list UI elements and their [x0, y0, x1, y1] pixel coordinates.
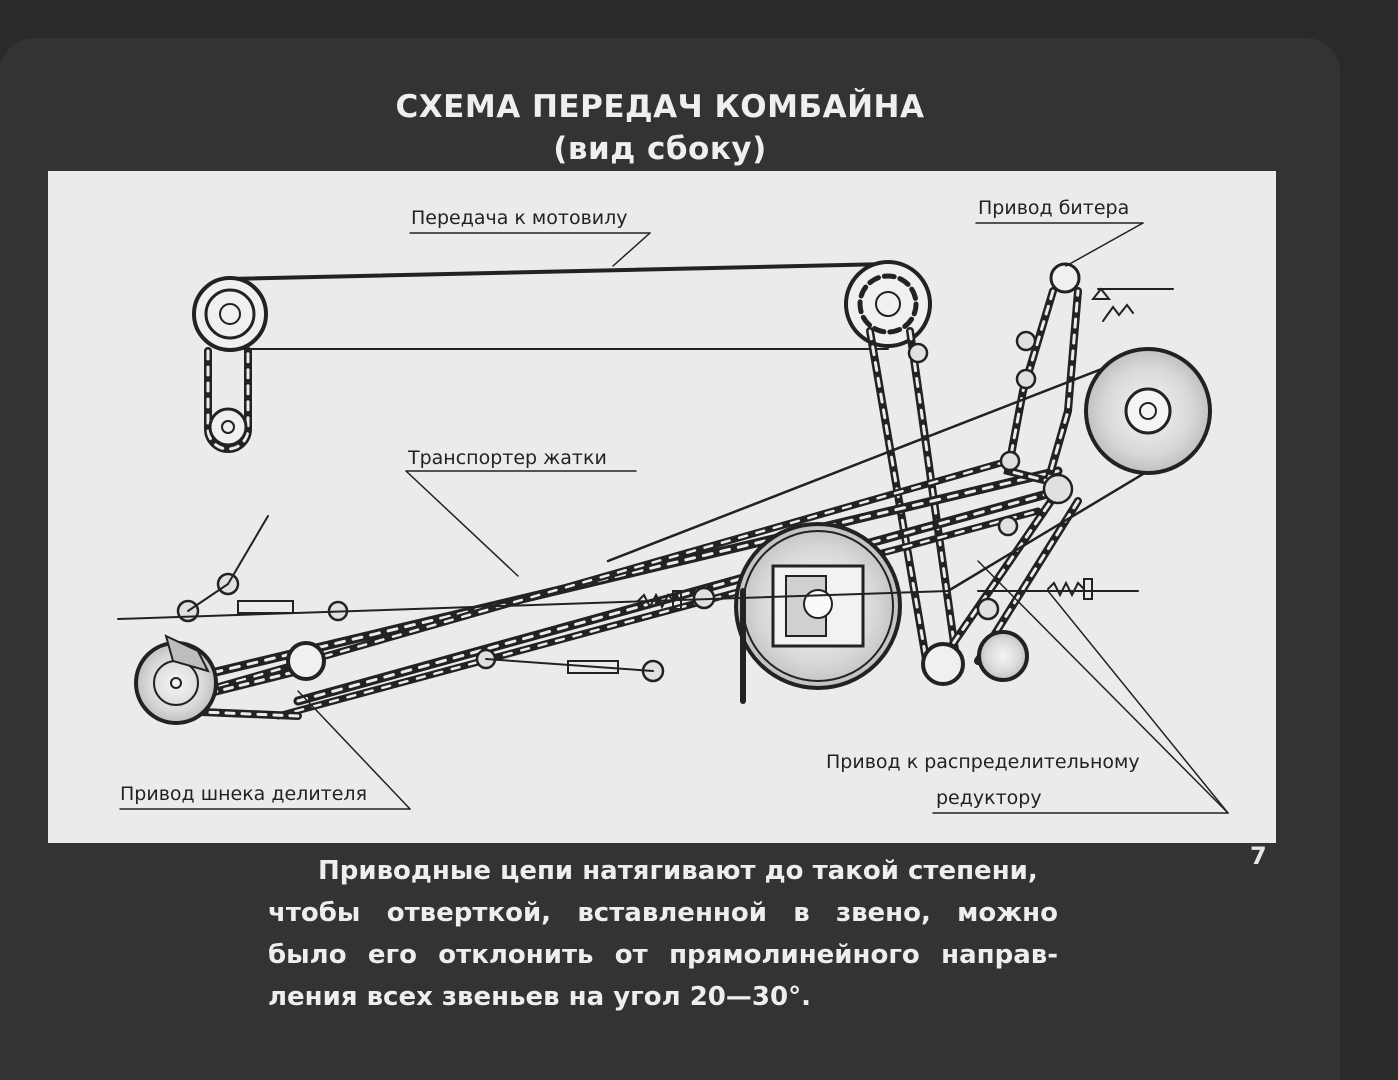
lower-idler — [921, 642, 965, 686]
caption-line-3: было его отклонить от прямолинейного нап… — [268, 940, 1058, 970]
reel-chain — [204, 347, 252, 453]
diagram-panel: Передача к мотовилу Привод битера Трансп… — [48, 171, 1276, 843]
reel-sprocket-lower — [208, 407, 248, 447]
label-gearbox-drive-1: Привод к распределительному — [826, 751, 1140, 773]
caption-line-2: чтобы отверткой, вставленной в звено, мо… — [268, 898, 1058, 928]
slide-title: СХЕМА ПЕРЕДАЧ КОМБАЙНА (вид сбоку) — [370, 86, 950, 170]
title-line-2: (вид сбоку) — [553, 131, 767, 167]
slide-caption: Приводные цепи натягивают до такой степе… — [268, 850, 1058, 1018]
idler-rollers — [176, 330, 1074, 683]
label-reel-drive: Передача к мотовилу — [411, 207, 628, 229]
label-header-conveyor: Транспортер жатки — [408, 447, 607, 469]
central-drive-wheel — [734, 522, 902, 690]
transmission-diagram — [117, 222, 1229, 814]
label-gearbox-drive-2: редуктору — [936, 787, 1042, 809]
reel-pulley-left — [192, 276, 268, 352]
reel-belt — [226, 262, 890, 350]
linkage-rods — [117, 287, 1174, 704]
lower-right-pulley — [977, 630, 1029, 682]
drive-wheel-right — [1084, 347, 1212, 475]
title-line-1: СХЕМА ПЕРЕДАЧ КОМБАЙНА — [395, 89, 925, 125]
drive-belt-upper — [606, 349, 1150, 563]
beater-sprocket — [1049, 262, 1081, 294]
caption-line-4: ления всех звеньев на угол 20—30°. — [268, 982, 811, 1012]
caption-line-1: Приводные цепи натягивают до такой степе… — [318, 856, 1038, 886]
drive-belt-lower — [946, 469, 1150, 593]
label-divider-auger-drive: Привод шнека делителя — [120, 783, 367, 805]
page-number: 7 — [1250, 842, 1267, 870]
leader-lines — [119, 222, 1229, 814]
reel-pulley-right — [844, 260, 932, 348]
cutter-guard — [164, 634, 210, 673]
beater-chain — [1003, 287, 1082, 486]
label-beater-drive: Привод битера — [978, 197, 1130, 219]
auger-sprocket — [286, 641, 326, 681]
